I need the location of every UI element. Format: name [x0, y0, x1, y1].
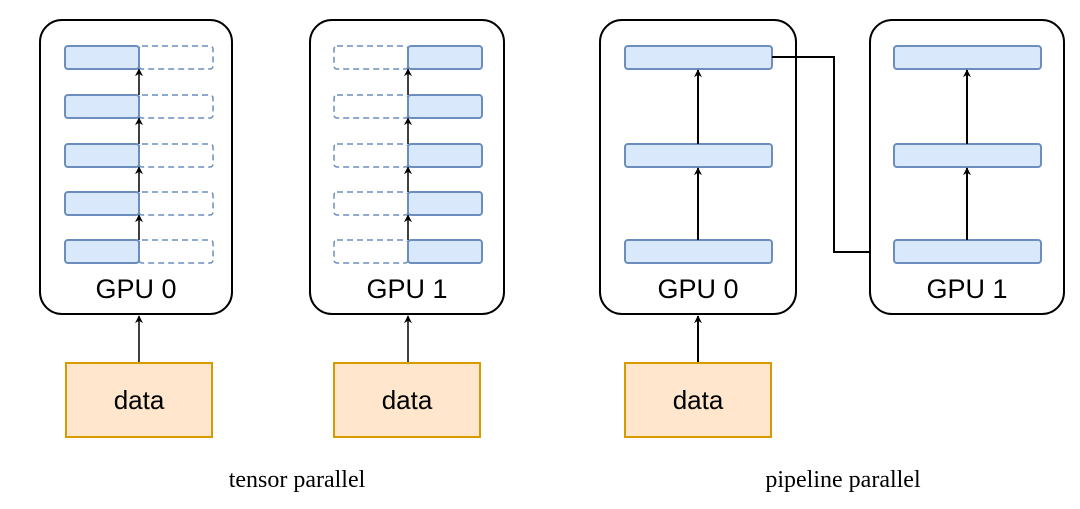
pipeline-parallel-caption: pipeline parallel — [765, 467, 921, 493]
tensor-gpu0-layers — [64, 45, 214, 264]
layer-dashed-half — [138, 94, 214, 119]
cross-gpu-arrow — [772, 56, 894, 256]
layer-solid-half — [407, 45, 483, 70]
layer-solid-half — [64, 191, 140, 216]
tensor-gpu0: GPU 0 data — [39, 19, 233, 438]
data-label: data — [673, 385, 724, 415]
layer-solid-half — [64, 239, 140, 264]
gpu-label: GPU 1 — [366, 274, 447, 304]
layer-dashed-half — [138, 239, 214, 264]
layer-solid-half — [407, 239, 483, 264]
layer-solid-half — [64, 94, 140, 119]
pipeline-gpu0: GPU 0 data — [599, 19, 797, 438]
pipeline-parallel-section: GPU 0 data GPU 1 pipeline parallel — [599, 19, 1065, 493]
layer-block — [624, 143, 773, 168]
tensor-parallel-caption: tensor parallel — [229, 467, 366, 493]
gpu-label: GPU 1 — [926, 274, 1007, 304]
gpu-label: GPU 0 — [95, 274, 176, 304]
tensor-parallel-section: GPU 0 data — [39, 19, 505, 493]
data-box — [624, 362, 772, 438]
tensor-gpu1: GPU 1 data — [309, 19, 505, 438]
layer-block — [893, 45, 1042, 70]
layer-solid-half — [407, 191, 483, 216]
layer-solid-half — [64, 143, 140, 168]
data-label: data — [382, 385, 433, 415]
layer-solid-half — [407, 94, 483, 119]
layer-dashed-half — [138, 143, 214, 168]
layer-dashed-half — [138, 45, 214, 70]
layer-block — [624, 45, 773, 70]
layer-dashed-half — [138, 191, 214, 216]
layer-block — [624, 239, 773, 264]
gpu-label: GPU 0 — [657, 274, 738, 304]
layer-solid-half — [407, 143, 483, 168]
layer-solid-half — [64, 45, 140, 70]
tensor-gpu1-layers — [333, 45, 483, 264]
data-box — [333, 362, 481, 438]
pipeline-gpu1: GPU 1 — [869, 19, 1065, 315]
data-box — [65, 362, 213, 438]
data-label: data — [114, 385, 165, 415]
layer-block — [893, 239, 1042, 264]
layer-block — [893, 143, 1042, 168]
